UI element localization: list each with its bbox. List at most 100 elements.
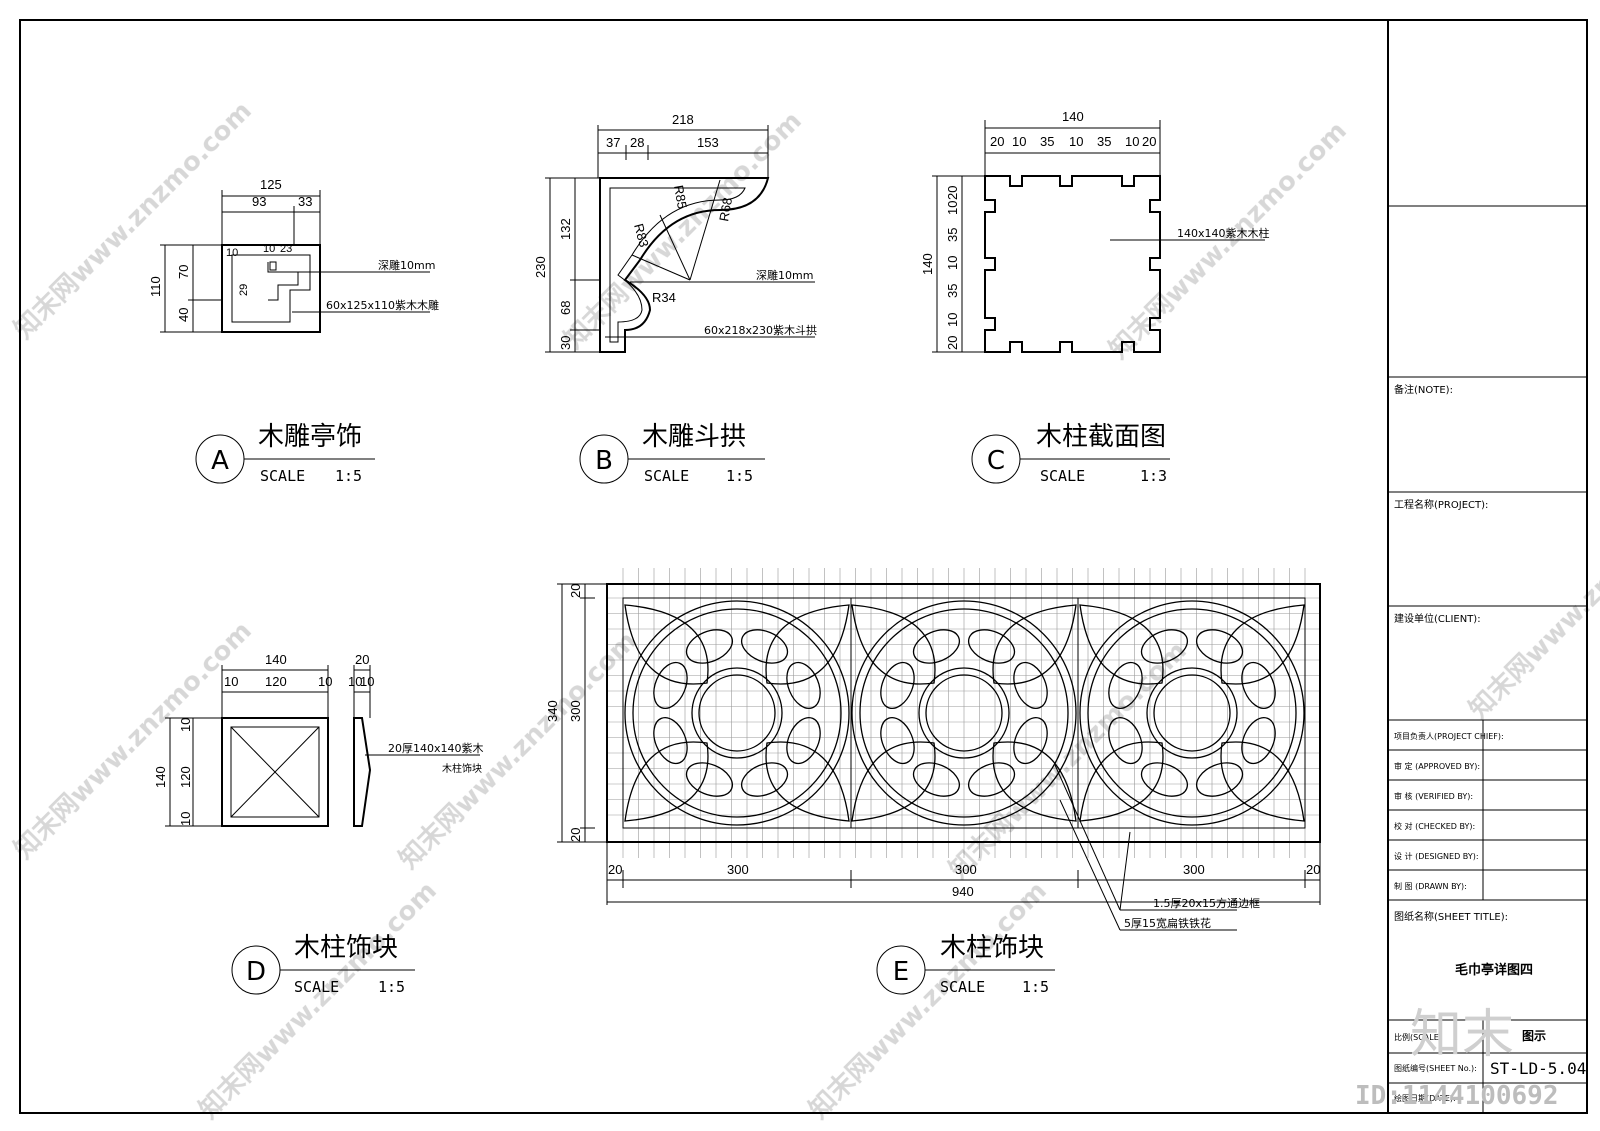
dim-c-w-6: 10 (1125, 134, 1139, 149)
dim-b-w-b: 28 (630, 135, 644, 150)
watermark-text-4: 知末网www.znzmo.com (9, 616, 258, 865)
label-a-title: 木雕亭饰 (258, 422, 362, 452)
dim-c-h-4: 10 (945, 256, 960, 270)
detail-c-drawing: 140 20 10 35 10 35 10 20 140 20 10 35 10… (920, 109, 1270, 353)
project-label: 工程名称(PROJECT): (1394, 498, 1488, 511)
sheet-border (19, 19, 1588, 1114)
dim-a-h-total: 110 (148, 276, 163, 297)
title-block: 备注(NOTE): 工程名称(PROJECT): 建设单位(CLIENT): 项… (1388, 205, 1587, 1113)
dim-b-r2: R85 (671, 184, 690, 210)
watermark-text-2: 知末网www.znzmo.com (559, 106, 808, 355)
label-c-scale-label: SCALE (1040, 467, 1085, 485)
label-d-title: 木柱饰块 (294, 933, 398, 963)
note-b-depth: 深雕10mm (756, 268, 813, 282)
dim-d-w-a: 10 (224, 674, 238, 689)
label-b-scale: 1:5 (726, 467, 753, 485)
watermark-text-8: 知末网www.znzmo.com (194, 876, 443, 1125)
note-label: 备注(NOTE): (1394, 383, 1453, 396)
detail-d-drawing: 140 10 120 10 140 10 120 10 20 10 10 20厚… (153, 652, 484, 827)
dim-a-w-total: 125 (260, 177, 282, 192)
label-a-scale-label: SCALE (260, 467, 305, 485)
dim-a-inner-d: 29 (238, 284, 250, 296)
label-c-scale: 1:3 (1140, 467, 1167, 485)
note-d-name: 木柱饰块 (442, 762, 482, 775)
dim-c-w-total: 140 (1062, 109, 1084, 124)
label-b-title: 木雕斗拱 (642, 422, 746, 452)
watermark-text-7: 知末网www.znzmo.com (1464, 476, 1600, 725)
label-e-scale-label: SCALE (940, 978, 985, 996)
dim-a-inner-a: 10 (226, 247, 238, 259)
dim-e-h-b: 300 (568, 700, 583, 722)
label-c-title: 木柱截面图 (1036, 422, 1166, 452)
project-chief-label: 项目负责人(PROJECT CHIEF): (1394, 731, 1504, 741)
dim-b-h-c: 30 (558, 336, 573, 350)
label-a-scale: 1:5 (335, 467, 362, 485)
dim-a-w-b: 33 (298, 194, 312, 209)
dim-e-h-total: 340 (545, 700, 560, 722)
dim-c-w-4: 10 (1069, 134, 1083, 149)
approved-by-label: 审 定 (APPROVED BY): (1394, 761, 1480, 771)
drawn-by-label: 制 图 (DRAWN BY): (1394, 881, 1467, 891)
date-label: 绘图日期(DATE): (1394, 1093, 1456, 1103)
dim-c-w-7: 20 (1142, 134, 1156, 149)
watermark-logo: 知末 (1410, 1005, 1514, 1065)
sheet-no-label: 图纸编号(SHEET No.): (1394, 1063, 1477, 1073)
detail-b-drawing: 218 37 28 153 230 132 68 30 R83 R85 R68 … (533, 112, 817, 353)
dim-a-inner-c: 23 (280, 243, 292, 255)
dim-e-panel-2: 300 (955, 862, 977, 877)
dim-c-w-5: 35 (1097, 134, 1111, 149)
detail-label-a: A 木雕亭饰 SCALE 1:5 (195, 422, 375, 485)
dim-c-w-3: 35 (1040, 134, 1054, 149)
label-e-letter: E (893, 957, 909, 987)
note-e-iron: 5厚15宽扁铁铁花 (1124, 916, 1211, 930)
note-a-material: 60x125x110紫木木雕 (326, 298, 439, 312)
dim-a-w-a: 93 (252, 194, 266, 209)
checked-by-label: 校 对 (CHECKED BY): (1394, 821, 1475, 831)
dim-a-h-a: 70 (176, 265, 191, 279)
note-b-material: 60x218x230紫木斗拱 (704, 323, 817, 337)
detail-a-drawing: 125 93 33 110 70 40 10 10 23 29 深雕10mm 6… (148, 177, 439, 333)
dim-c-h-1: 20 (945, 186, 960, 200)
label-b-scale-label: SCALE (644, 467, 689, 485)
label-e-title: 木柱饰块 (940, 933, 1044, 963)
note-a-depth: 深雕10mm (378, 258, 435, 272)
designed-by-label: 设 计 (DESIGNED BY): (1394, 851, 1479, 861)
dim-c-h-5: 35 (945, 284, 960, 298)
detail-label-b: B 木雕斗拱 SCALE 1:5 (579, 422, 765, 485)
dim-b-h-b: 68 (558, 301, 573, 315)
label-a-letter: A (211, 446, 229, 476)
label-b-letter: B (595, 446, 613, 476)
watermark-id: ID:1144100692 (1355, 1081, 1559, 1111)
dim-c-h-7: 20 (945, 336, 960, 350)
dim-e-panel-1: 300 (727, 862, 749, 877)
dim-d-h-a: 10 (178, 718, 193, 732)
dim-b-r1: R83 (631, 222, 652, 249)
detail-label-d: D 木柱饰块 SCALE 1:5 (231, 933, 415, 996)
label-e-scale: 1:5 (1022, 978, 1049, 996)
dim-b-w-a: 37 (606, 135, 620, 150)
dim-e-edge-left: 20 (608, 862, 622, 877)
dim-e-w-total: 940 (952, 884, 974, 899)
dim-d-h-total: 140 (153, 766, 168, 788)
sheet-title-label: 图纸名称(SHEET TITLE): (1394, 910, 1508, 923)
note-c-material: 140x140紫木木柱 (1177, 226, 1270, 240)
dim-d-side-a: 10 (348, 674, 362, 689)
dim-d-h-b: 120 (178, 766, 193, 788)
dim-a-inner-b: 10 (263, 243, 275, 255)
dim-b-r4: R34 (652, 290, 676, 305)
label-d-scale: 1:5 (378, 978, 405, 996)
dim-d-side-total: 20 (355, 652, 369, 667)
client-label: 建设单位(CLIENT): (1394, 612, 1481, 625)
scale-label: 比例(SCALE) (1394, 1032, 1442, 1042)
dim-d-w-b: 120 (265, 674, 287, 689)
dim-d-side-b: 10 (360, 674, 374, 689)
dim-c-w-1: 20 (990, 134, 1004, 149)
watermark-text-9: 知末网www.znzmo.com (804, 876, 1053, 1125)
dim-e-panel-3: 300 (1183, 862, 1205, 877)
dim-e-h-c: 20 (568, 828, 583, 842)
dim-d-w-total: 140 (265, 652, 287, 667)
detail-label-e: E 木柱饰块 SCALE 1:5 (876, 933, 1055, 996)
dim-c-h-6: 10 (945, 313, 960, 327)
note-e-frame: 1.5厚20x15方通边框 (1153, 896, 1260, 910)
